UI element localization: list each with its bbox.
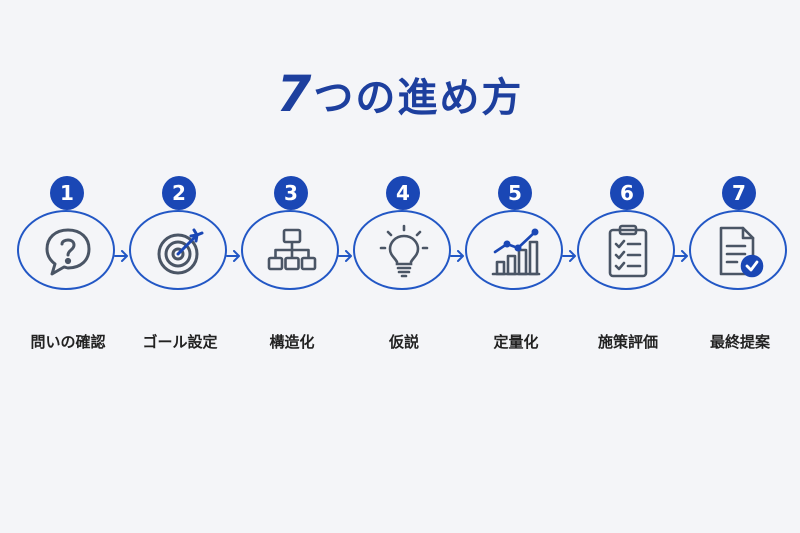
hierarchy-icon xyxy=(243,212,337,288)
arrow-right-icon xyxy=(450,250,464,262)
arrow-right-icon xyxy=(338,250,352,262)
title-number: 7 xyxy=(276,65,314,123)
step-3: 3 構造化 xyxy=(232,0,352,533)
arrow-right-icon xyxy=(226,250,240,262)
step-circle xyxy=(129,210,227,290)
step-circle xyxy=(689,210,787,290)
arrow-right-icon xyxy=(562,250,576,262)
step-number-badge: 6 xyxy=(610,176,644,210)
step-1: 1 問いの確認 xyxy=(8,0,128,533)
step-number-badge: 7 xyxy=(722,176,756,210)
step-4: 4 仮説 xyxy=(344,0,464,533)
step-number-badge: 3 xyxy=(274,176,308,210)
step-2: 2 ゴール設定 xyxy=(120,0,240,533)
step-label: 構造化 xyxy=(269,333,315,351)
step-circle xyxy=(465,210,563,290)
step-number-badge: 4 xyxy=(386,176,420,210)
title-text: つの進め方 xyxy=(313,75,524,121)
step-circle xyxy=(353,210,451,290)
step-label: 最終提案 xyxy=(709,333,770,351)
step-number-badge: 1 xyxy=(50,176,84,210)
step-circle xyxy=(241,210,339,290)
arrow-right-icon xyxy=(114,250,128,262)
question-bubble-icon xyxy=(19,212,113,288)
step-circle xyxy=(17,210,115,290)
arrow-right-icon xyxy=(674,250,688,262)
step-label: 仮説 xyxy=(388,333,419,351)
step-label: 施策評価 xyxy=(597,333,658,351)
clipboard-checklist-icon xyxy=(579,212,673,288)
step-6: 6 施策評価 xyxy=(568,0,688,533)
step-label: 問いの確認 xyxy=(30,333,106,351)
bar-chart-icon xyxy=(467,212,561,288)
step-number-badge: 2 xyxy=(162,176,196,210)
step-number-badge: 5 xyxy=(498,176,532,210)
step-circle xyxy=(577,210,675,290)
step-label: ゴール設定 xyxy=(142,333,218,351)
step-label: 定量化 xyxy=(493,333,539,351)
document-check-icon xyxy=(691,212,785,288)
step-7: 7 最終提案 xyxy=(680,0,800,533)
lightbulb-icon xyxy=(355,212,449,288)
page-title: 7つの進め方 xyxy=(0,62,800,130)
target-icon xyxy=(131,212,225,288)
step-5: 5 定量化 xyxy=(456,0,576,533)
